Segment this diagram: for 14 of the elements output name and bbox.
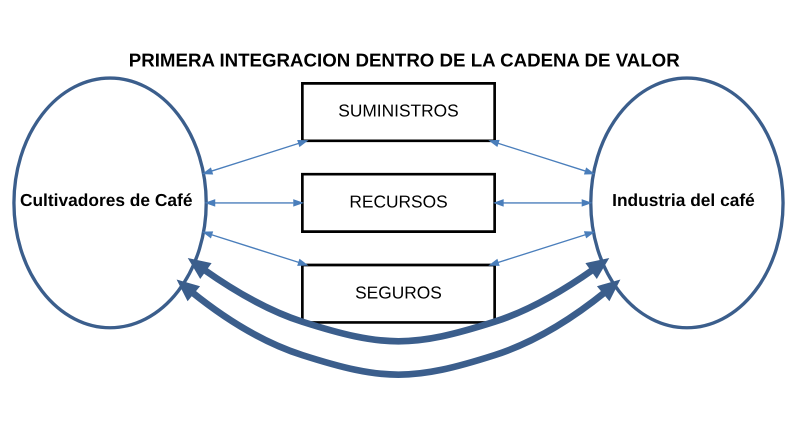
- node-box: RECURSOS: [301, 172, 496, 232]
- node-ellipse: Cultivadores de Café: [12, 76, 208, 329]
- arrow: [488, 230, 596, 266]
- arrow: [202, 230, 308, 266]
- node-box: SEGUROS: [301, 263, 496, 324]
- arrow: [188, 257, 610, 344]
- arrow: [492, 198, 592, 206]
- arrow: [202, 139, 308, 174]
- node-ellipse: Industria del café: [589, 76, 785, 329]
- diagram-title: PRIMERA INTEGRACION DENTRO DE LA CADENA DE VALOR: [128, 48, 680, 70]
- arrow: [488, 139, 596, 174]
- arrow: [176, 279, 620, 378]
- arrow: [204, 198, 304, 206]
- node-box: SUMINISTROS: [301, 82, 496, 142]
